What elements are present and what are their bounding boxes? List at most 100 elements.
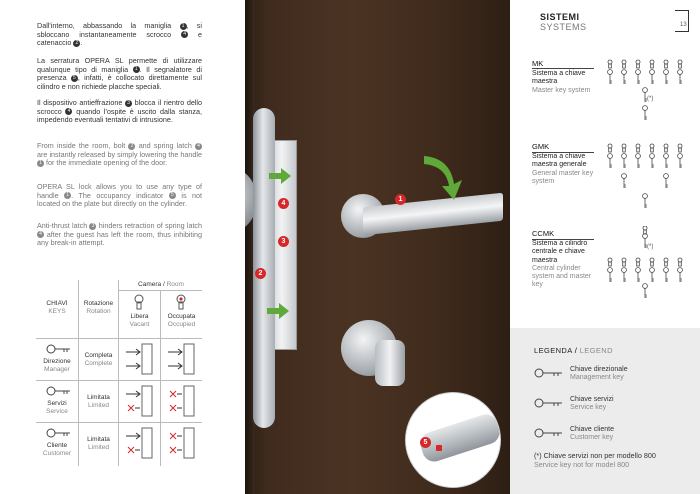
key-glyph-icon [677,69,683,84]
cylinder-glyph-icon [649,59,655,69]
key-glyph-icon [677,267,683,282]
systems-section: SISTEMI SYSTEMS 13 MK Sistema a chiave m… [510,0,700,328]
camera-header: Camera / Room [138,281,184,288]
key-glyph-icon [621,69,627,84]
door-lock-photo: 1 2 3 4 5 [245,0,510,494]
key-glyph-icon [642,105,648,120]
management-key-icon [534,368,562,378]
mk-key-diagram [607,59,683,120]
key-glyph-icon [663,173,669,188]
legend-title: LEGENDA / LEGEND [534,346,613,355]
cylinder-glyph-icon [649,143,655,153]
key-glyph-icon [607,153,613,168]
manager-key-icon [46,344,70,354]
customer-occupied-diagram [169,427,195,459]
key-glyph-icon [677,153,683,168]
cylinder-glyph-icon [635,257,641,267]
cylinder-glyph-icon [649,257,655,267]
key-glyph-icon [642,87,648,102]
key-glyph-icon [607,69,613,84]
title-bracket [675,10,689,32]
key-glyph-icon [649,153,655,168]
cylinder-glyph-icon [677,59,683,69]
paragraph-it-2: La serratura OPERA SL permette di utiliz… [37,56,202,91]
badge-5: 5 [420,437,431,448]
cylinder-zoom-detail: 5 [405,392,501,488]
badge-4: 4 [278,198,289,209]
key-glyph-icon [635,267,641,282]
service-key-icon [46,386,70,396]
key-glyph-icon [642,193,648,208]
customer-key-icon [46,428,70,438]
manager-vacant-diagram [126,343,153,375]
cylinder-glyph-icon [635,59,641,69]
key-glyph-icon [649,69,655,84]
cylinder-glyph-icon [635,143,641,153]
occupied-cylinder-icon [176,294,186,310]
ccmk-key-diagram [607,226,683,298]
cylinder-glyph-icon [663,59,669,69]
system-gmk: GMK Sistema a chiave maestra generale Ge… [532,142,594,185]
cylinder-glyph-icon [663,143,669,153]
occupancy-indicator [436,445,442,451]
green-arrow-icon [269,168,291,184]
key-glyph-icon [642,233,648,248]
paragraph-it-3: Il dispositivo antieffrazione 3 blocca i… [37,98,203,125]
cylinder-glyph-icon [621,143,627,153]
key-glyph-icon [607,267,613,282]
legend-section: LEGENDA / LEGEND [510,328,700,494]
footnote: (*) Chiave servizi non per modello 800 S… [534,451,656,469]
key-glyph-icon [663,153,669,168]
systems-title: SISTEMI SYSTEMS [540,12,587,32]
cylinder-glyph-icon [607,257,613,267]
left-column: Dall'interno, abbassando la maniglia 1, … [0,0,245,494]
cylinder [417,411,500,465]
cylinder-glyph-icon [621,257,627,267]
system-ccmk: CCMK Sistema a cilindro centrale e chiav… [532,229,592,289]
paragraph-en-2: OPERA SL lock allows you to use any type… [37,182,203,209]
system-mk: MK Sistema a chiave maestra Master key s… [532,59,591,94]
badge-3: 3 [278,236,289,247]
lock-faceplate [253,108,275,428]
manager-occupied-diagram [168,343,195,375]
thumbturn [375,340,405,386]
cylinder-glyph-icon [663,257,669,267]
key-glyph-icon [642,283,648,298]
cylinder-glyph-icon [607,59,613,69]
customer-key-legend-icon [534,428,562,438]
ccmk-note: (*) [647,244,654,250]
service-key-legend-icon [534,398,562,408]
cylinder-glyph-icon [642,226,648,235]
key-glyph-icon [621,267,627,282]
key-glyph-icon [649,267,655,282]
green-arrow-icon [267,303,289,319]
door-edge [245,0,255,494]
mk-note: (*) [647,96,654,102]
key-glyph-icon [663,267,669,282]
key-glyph-icon [621,173,627,188]
divider [532,152,594,153]
key-glyph-icon [635,69,641,84]
divider [532,68,594,69]
service-occupied-diagram [169,385,195,417]
paragraph-en-1: From inside the room, bolt 2 and spring … [37,141,203,168]
cylinder-glyph-icon [607,143,613,153]
badge-1: 1 [395,194,406,205]
paragraph-en-3: Anti-thrust latch 3 hinders retraction o… [37,221,203,248]
service-vacant-diagram [126,385,153,417]
gmk-key-diagram [607,143,683,208]
key-glyph-icon [635,153,641,168]
key-glyph-icon [621,153,627,168]
page-number: 13 [680,22,687,28]
divider [532,239,594,240]
paragraph-it-1: Dall'interno, abbassando la maniglia 1, … [37,21,203,48]
